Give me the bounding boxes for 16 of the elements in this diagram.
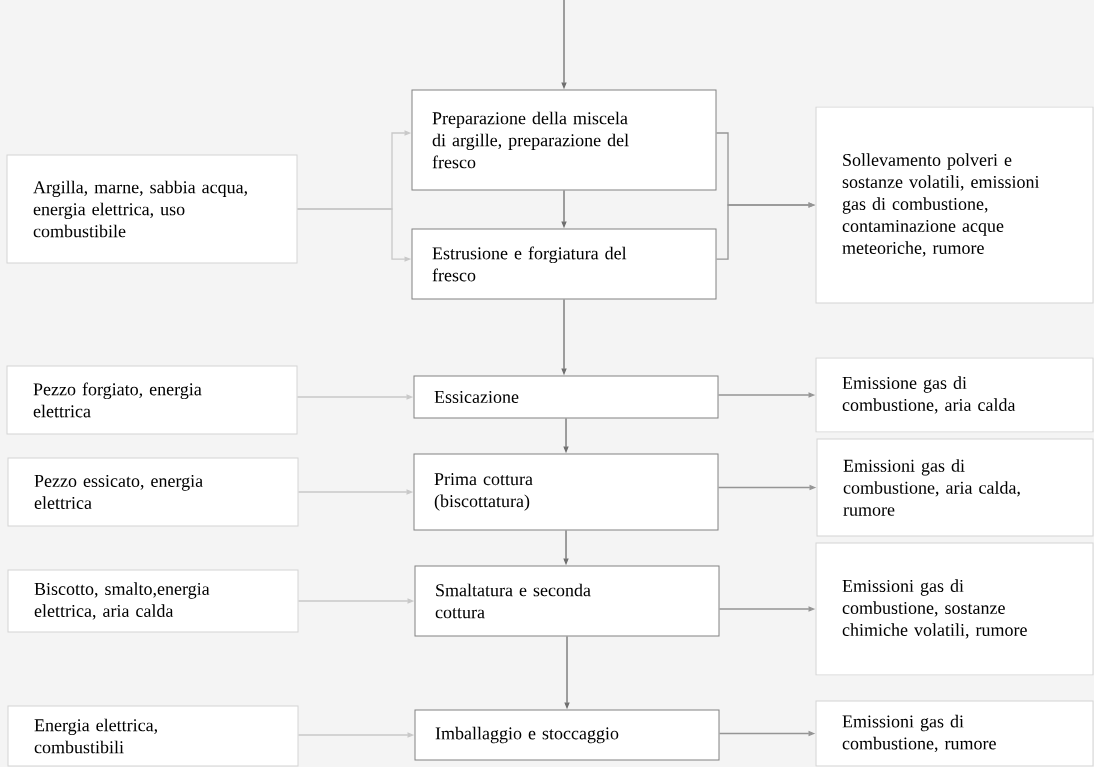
process-box: Essicazione	[413, 375, 719, 419]
process-box: Imballaggio e stoccaggio	[414, 709, 720, 761]
note-box: Argilla, marne, sabbia acqua, energia elettrica, uso combustibile	[6, 154, 298, 264]
note-box: Pezzo forgiato, energia elettrica	[6, 365, 298, 435]
process-box: Preparazione della miscela di argille, preparazione del fresco	[411, 89, 717, 191]
note-box: Pezzo essicato, energia elettrica	[7, 457, 299, 527]
process-box: Estrusione e forgiatura del fresco	[411, 228, 717, 300]
note-box: Biscotto, smalto,energia elettrica, aria calda	[7, 569, 299, 633]
process-box: Smaltatura e seconda cottura	[414, 565, 720, 637]
note-box: Emissioni gas di combustione, aria calda, rumore	[816, 438, 1094, 537]
note-box: Emissione gas di combustione, aria calda	[815, 357, 1094, 433]
process-box: Prima cottura (biscottatura)	[413, 453, 719, 531]
note-box: Emissioni gas di combustione, sostanze chimiche volatili, rumore	[815, 542, 1094, 676]
note-box: Energia elettrica, combustibili	[7, 705, 299, 767]
note-box: Emissioni gas di combustione, rumore	[815, 700, 1094, 767]
note-box: Sollevamento polveri e sostanze volatili, emissioni gas di combustione, contaminazione acque meteoriche, rumore	[815, 106, 1094, 304]
